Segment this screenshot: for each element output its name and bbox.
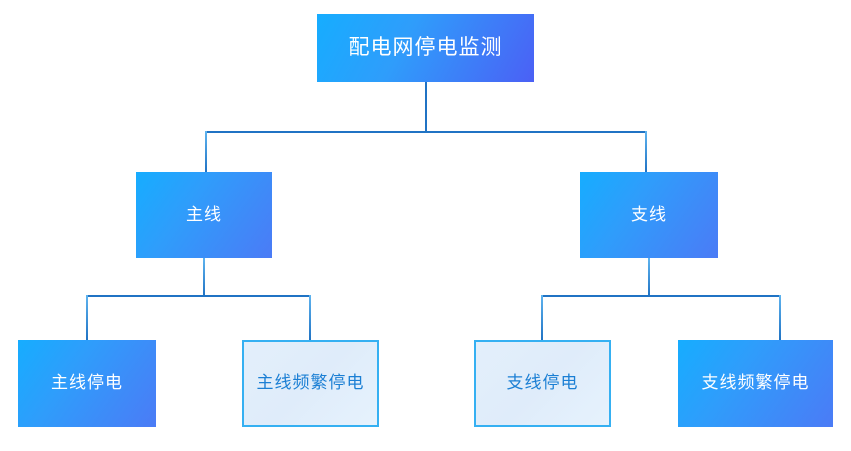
- node-main-line-outage[interactable]: 主线停电: [18, 340, 156, 427]
- node-root[interactable]: 配电网停电监测: [317, 14, 534, 82]
- connector-drop-branch: [645, 131, 647, 172]
- node-branch-line-frequent-outage[interactable]: 支线频繁停电: [678, 340, 833, 427]
- connector-drop-main-frequent: [309, 295, 311, 340]
- node-main-line-frequent-outage[interactable]: 主线频繁停电: [242, 340, 379, 427]
- connector-drop-main-outage: [86, 295, 88, 340]
- connector-level2-bus: [205, 131, 646, 133]
- connector-main-bus: [86, 295, 311, 297]
- node-branch-line-outage[interactable]: 支线停电: [474, 340, 611, 427]
- connector-drop-main: [205, 131, 207, 172]
- connector-branch-bus: [541, 295, 781, 297]
- connector-root-trunk: [425, 82, 427, 132]
- connector-main-trunk: [203, 258, 205, 296]
- connector-branch-trunk: [648, 258, 650, 296]
- node-main-line[interactable]: 主线: [136, 172, 272, 258]
- node-branch-line[interactable]: 支线: [580, 172, 718, 258]
- connector-drop-branch-frequent: [779, 295, 781, 340]
- connector-drop-branch-outage: [541, 295, 543, 340]
